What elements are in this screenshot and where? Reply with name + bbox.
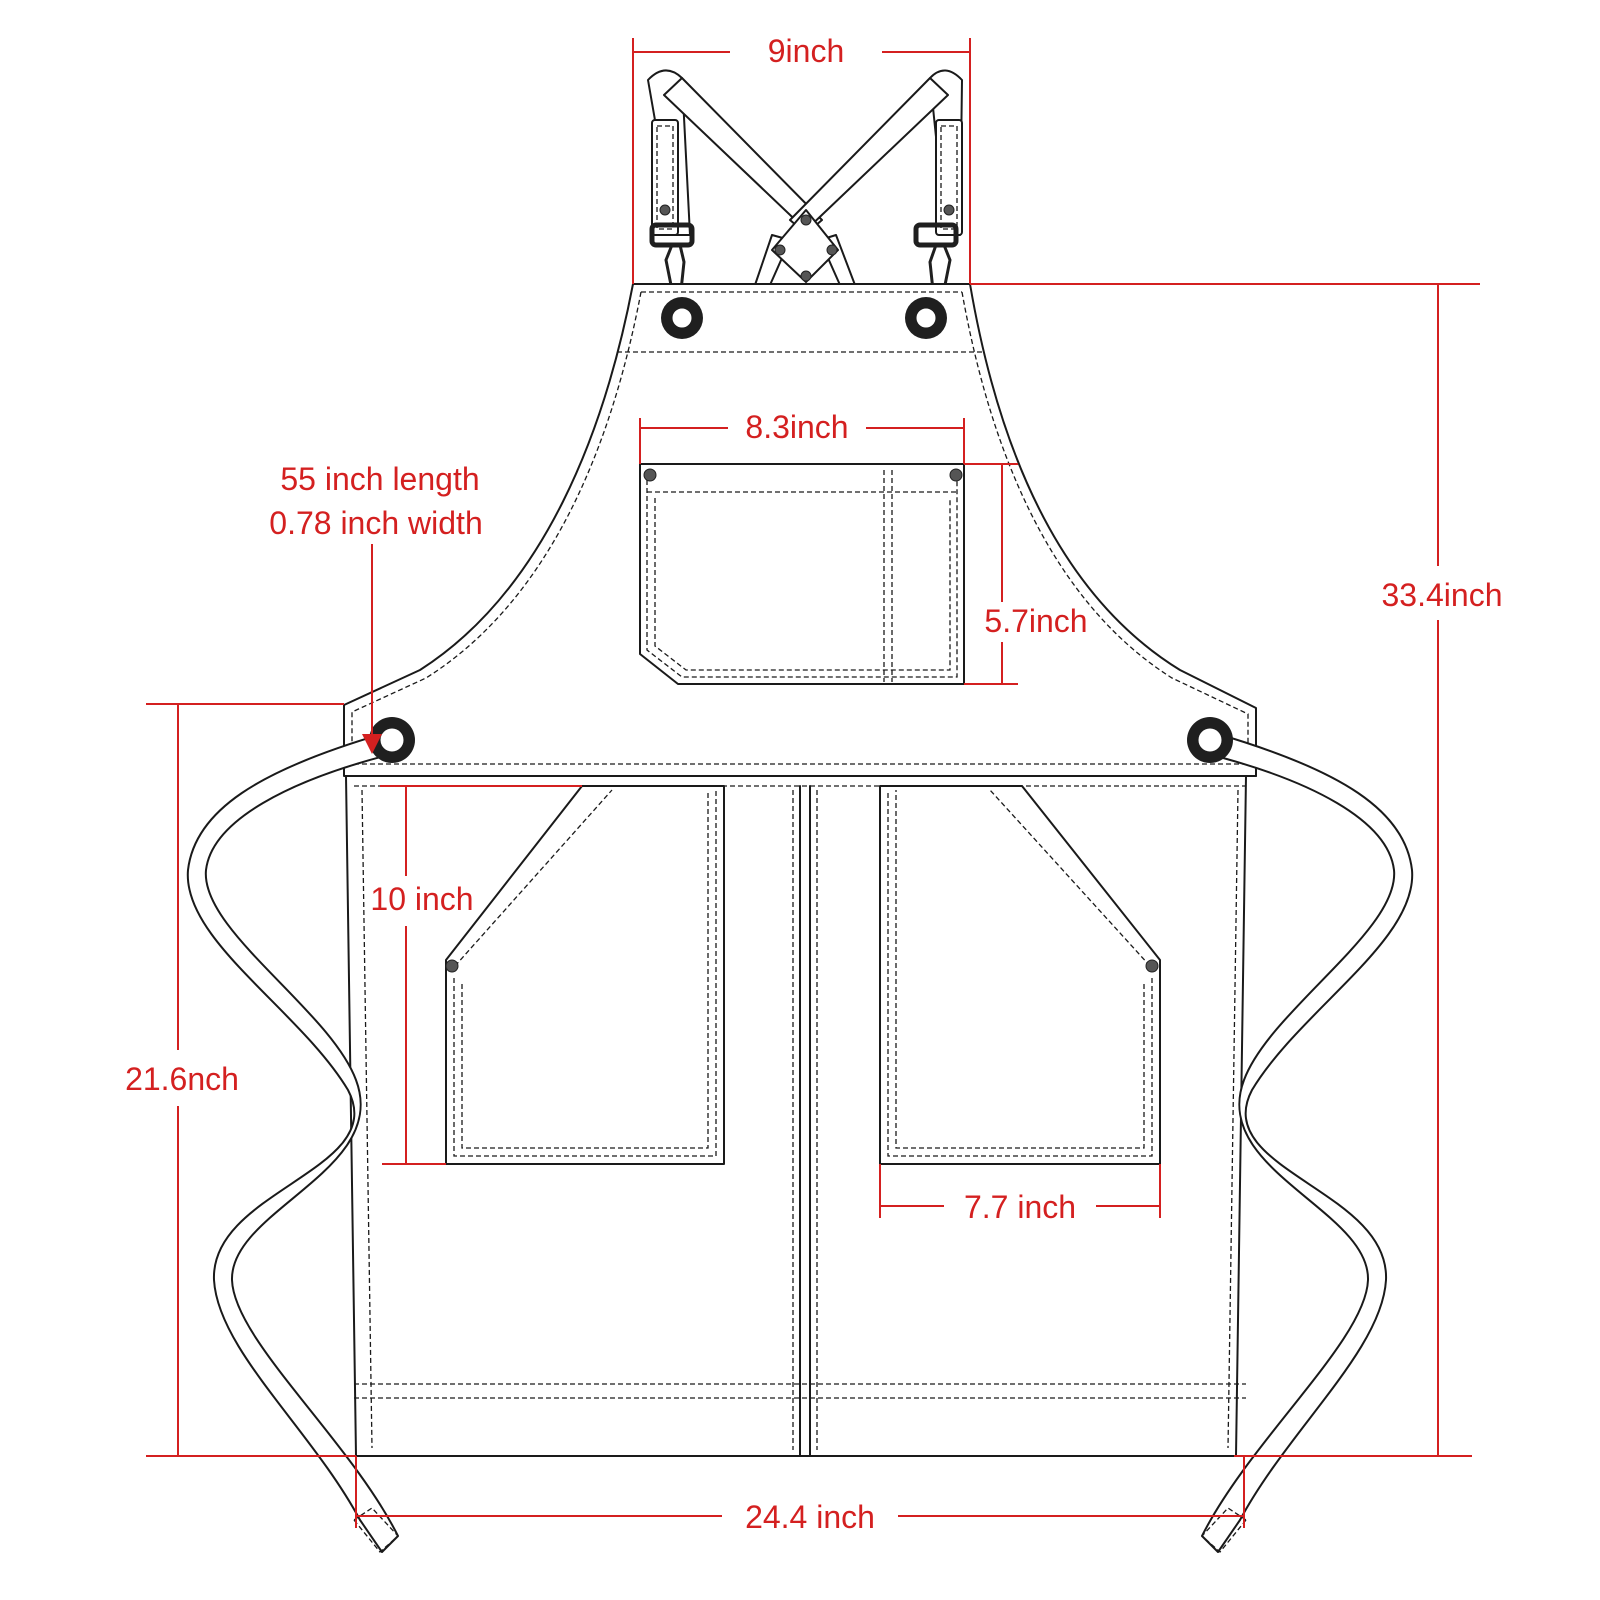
chest-pocket — [639, 463, 965, 685]
label-strap-width: 0.78 inch width — [269, 505, 482, 541]
label-strap-length: 55 inch length — [280, 461, 479, 497]
dimension-labels: 9inch 8.3inch 5.7inch 55 inch length 0.7… — [125, 33, 1502, 1535]
lower-right-pocket — [879, 785, 1161, 1165]
neck-straps — [647, 69, 963, 301]
label-24-4inch: 24.4 inch — [745, 1499, 875, 1535]
label-21-6nch: 21.6nch — [125, 1061, 239, 1097]
label-33-4inch: 33.4inch — [1382, 577, 1503, 613]
lower-left-pocket — [445, 785, 725, 1165]
label-7-7inch: 7.7 inch — [964, 1189, 1076, 1225]
label-8-3inch: 8.3inch — [745, 409, 848, 445]
label-10inch: 10 inch — [370, 881, 473, 917]
label-5-7inch: 5.7inch — [984, 603, 1087, 639]
apron-body — [343, 283, 1257, 1457]
label-9inch: 9inch — [768, 33, 845, 69]
dimension-lines — [146, 38, 1480, 1528]
grommets — [369, 297, 1233, 763]
waist-ties — [186, 733, 1414, 1553]
